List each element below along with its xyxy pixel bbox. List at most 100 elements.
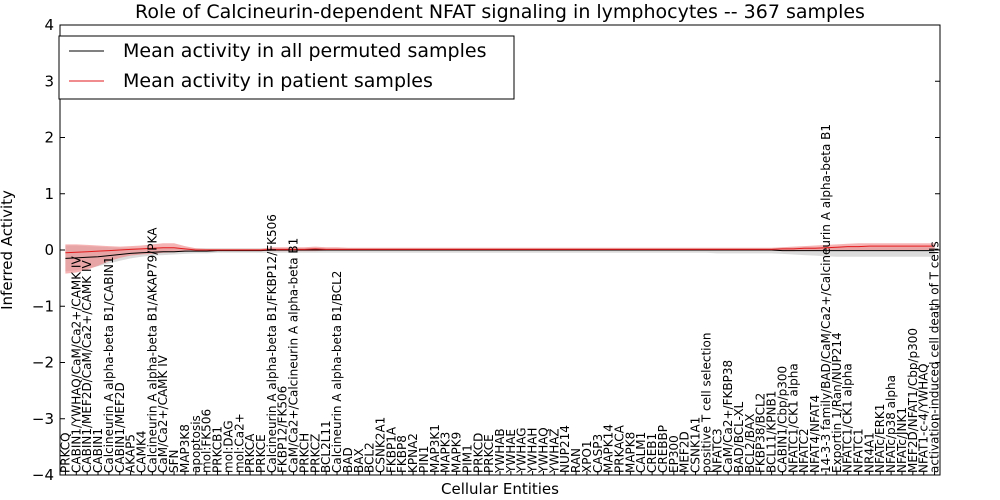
x-tick-label: 14-3-3 family/BAD/CaM/Ca2+/Calcineurin A… — [819, 124, 833, 473]
series-1-band — [65, 243, 935, 274]
x-tick-label: CaM/Ca2+/CAMK IV — [156, 354, 170, 473]
x-tick-label: PRKCE — [254, 434, 268, 473]
x-tick-label: positive T cell selection — [699, 333, 713, 473]
x-tick-label: CASP3 — [591, 434, 605, 473]
x-tick-label: PRKCH — [297, 433, 311, 473]
x-tick-label: MEF2D — [678, 431, 692, 473]
x-tick-label: BCL2L11 — [319, 420, 333, 473]
x-tick-label: CaM/Ca2+/FKBP38 — [721, 360, 735, 473]
x-tick-label: YWHAE — [504, 429, 518, 474]
y-tick-label: −1 — [32, 297, 54, 315]
x-tick-label: PRKCA — [243, 433, 257, 473]
x-tick-label: MAPK9 — [450, 432, 464, 473]
x-tick-label: CABIN1/YWHAQ/CaM/Ca2+/CAMK IV — [69, 256, 83, 473]
x-tick-label: NFATC1/CK1 alpha — [841, 363, 855, 473]
x-tick-label: CABIN1/MEF2D — [113, 382, 127, 473]
x-tick-label: NFATC1 — [852, 428, 866, 473]
x-tick-label: CAMK4 — [135, 431, 149, 473]
x-tick-label: Calcineurin A alpha-beta B1/AKAP79/PKA — [145, 227, 159, 473]
x-tick-label: CREB1 — [645, 433, 659, 473]
x-tick-label: AKAP5 — [124, 434, 138, 473]
series-0-band — [65, 245, 935, 272]
legend: Mean activity in all permuted samples Me… — [58, 35, 515, 100]
legend-box — [58, 35, 515, 100]
x-tick-label: NFATc/JNK1 — [895, 407, 909, 473]
x-tick-label: YWHAG — [515, 427, 529, 474]
x-tick-label: EP300 — [667, 435, 681, 473]
x-tick-label: Calcineurin A alpha-beta B1/BCL2 — [330, 271, 344, 473]
y-tick-label: 3 — [44, 72, 54, 90]
y-tick-label: −4 — [32, 466, 54, 484]
x-tick-label: PRKACA — [613, 424, 627, 473]
y-tick-label: 1 — [44, 185, 54, 203]
x-tick-label: YWHAH — [526, 428, 540, 474]
x-tick-label: PRKCQ — [58, 432, 72, 473]
x-tick-label: MAP3K1 — [428, 424, 442, 473]
x-tick-label: SFN — [167, 450, 181, 474]
x-tick-label: PRKCE — [482, 434, 496, 473]
x-tick-label: FKBP8 — [395, 435, 409, 473]
x-tick-label: mol:DAG — [221, 420, 235, 473]
x-tick-label: XPO1 — [580, 440, 594, 473]
x-tick-label: PRKCD — [471, 433, 485, 473]
x-tick-label: MAPK14 — [602, 424, 616, 473]
x-tick-label: PRKCZ — [308, 434, 322, 473]
legend-label-patient: Mean activity in patient samples — [123, 70, 433, 92]
x-tick-label: NFATC1/CK1 alpha — [786, 363, 800, 473]
x-tick-label: CREBBP — [656, 425, 670, 473]
x-tick-label: BAD/BCL-XL — [732, 401, 746, 473]
x-tick-label: mol:Ca2+ — [232, 413, 246, 473]
x-tick-label: mol:FK506 — [200, 409, 214, 473]
x-tick-label: BCL2/BAX — [743, 414, 757, 473]
x-tick-label: NFATc/ERK1 — [873, 404, 887, 473]
x-tick-label: CABIN1/Cbp/p300 — [776, 366, 790, 473]
series-1-line — [65, 245, 935, 254]
x-tick-label: NFATc/p38 alpha — [884, 375, 898, 473]
x-tick-label: Calcineurin A alpha-beta B1/FKBP12/FK506 — [265, 214, 279, 473]
y-tick-label: 2 — [44, 129, 54, 147]
y-axis: −4 −3 −2 −1 0 1 2 3 4 — [32, 16, 940, 484]
x-tick-label: FKBP12/FK506 — [276, 386, 290, 473]
x-tick-label: CALM1 — [634, 432, 648, 473]
y-axis-label: Inferred Activity — [0, 190, 16, 310]
x-tick-label: YWHAZ — [547, 428, 561, 474]
x-tick-label: MEF2D/NFAT1/Cbp/p300 — [906, 328, 920, 473]
x-tick-label: RAN — [569, 448, 583, 473]
x-tick-label: CABIN1/MEF2D/CaM/Ca2+/CAMK IV — [80, 259, 94, 473]
x-tick-label: MAPK3 — [439, 432, 453, 473]
x-tick-label: NFATC3 — [710, 428, 724, 473]
x-tick-label: Exportin 1/Ran/NUP214 — [830, 332, 844, 473]
legend-label-permuted: Mean activity in all permuted samples — [123, 40, 486, 62]
x-tick-label: MAPK8 — [623, 432, 637, 473]
x-tick-label: MAP3K8 — [178, 424, 192, 473]
x-tick-label: BAD — [341, 447, 355, 473]
x-tick-label: YWHAQ — [537, 427, 551, 474]
x-tick-label: BCL2 — [363, 442, 377, 473]
x-tick-label: BAX — [352, 448, 366, 473]
x-tick-label: NFAT1-c-4/YWHAQ — [917, 363, 931, 473]
x-tick-label: NR4A1 — [862, 432, 876, 473]
x-tick-label: CSNK2A1 — [374, 417, 388, 473]
x-tick-label: NUP214 — [558, 425, 572, 473]
x-tick-label: YWHAB — [493, 428, 507, 474]
x-tick-label: CaM/Ca2+/Calcineurin A alpha-beta B1 — [287, 238, 301, 473]
y-tick-label: 4 — [44, 16, 54, 34]
chart-title: Role of Calcineurin-dependent NFAT signa… — [135, 1, 865, 23]
x-tick-label: FKBP38/BCL2 — [754, 393, 768, 473]
x-axis-label: Cellular Entities — [441, 480, 559, 498]
x-tick-label: KPNA2 — [406, 433, 420, 473]
x-tick-label: PIM1 — [460, 444, 474, 473]
y-tick-label: 0 — [44, 241, 54, 259]
x-tick-label: activation-induced cell death of T cells — [928, 241, 942, 473]
x-tick-label: CABIN1 — [91, 428, 105, 473]
x-tick-label: FKBP1A — [384, 426, 398, 473]
x-tick-label: PRKCB1 — [211, 426, 225, 473]
x-tick-label: NFATC2 — [797, 428, 811, 473]
x-tick-label: NFAT4/NFAT4 — [808, 395, 822, 473]
y-tick-label: −3 — [32, 410, 54, 428]
series-0-line — [65, 249, 935, 259]
y-tick-label: −2 — [32, 354, 54, 372]
x-tick-label: BCL11/KPNB1 — [765, 391, 779, 473]
